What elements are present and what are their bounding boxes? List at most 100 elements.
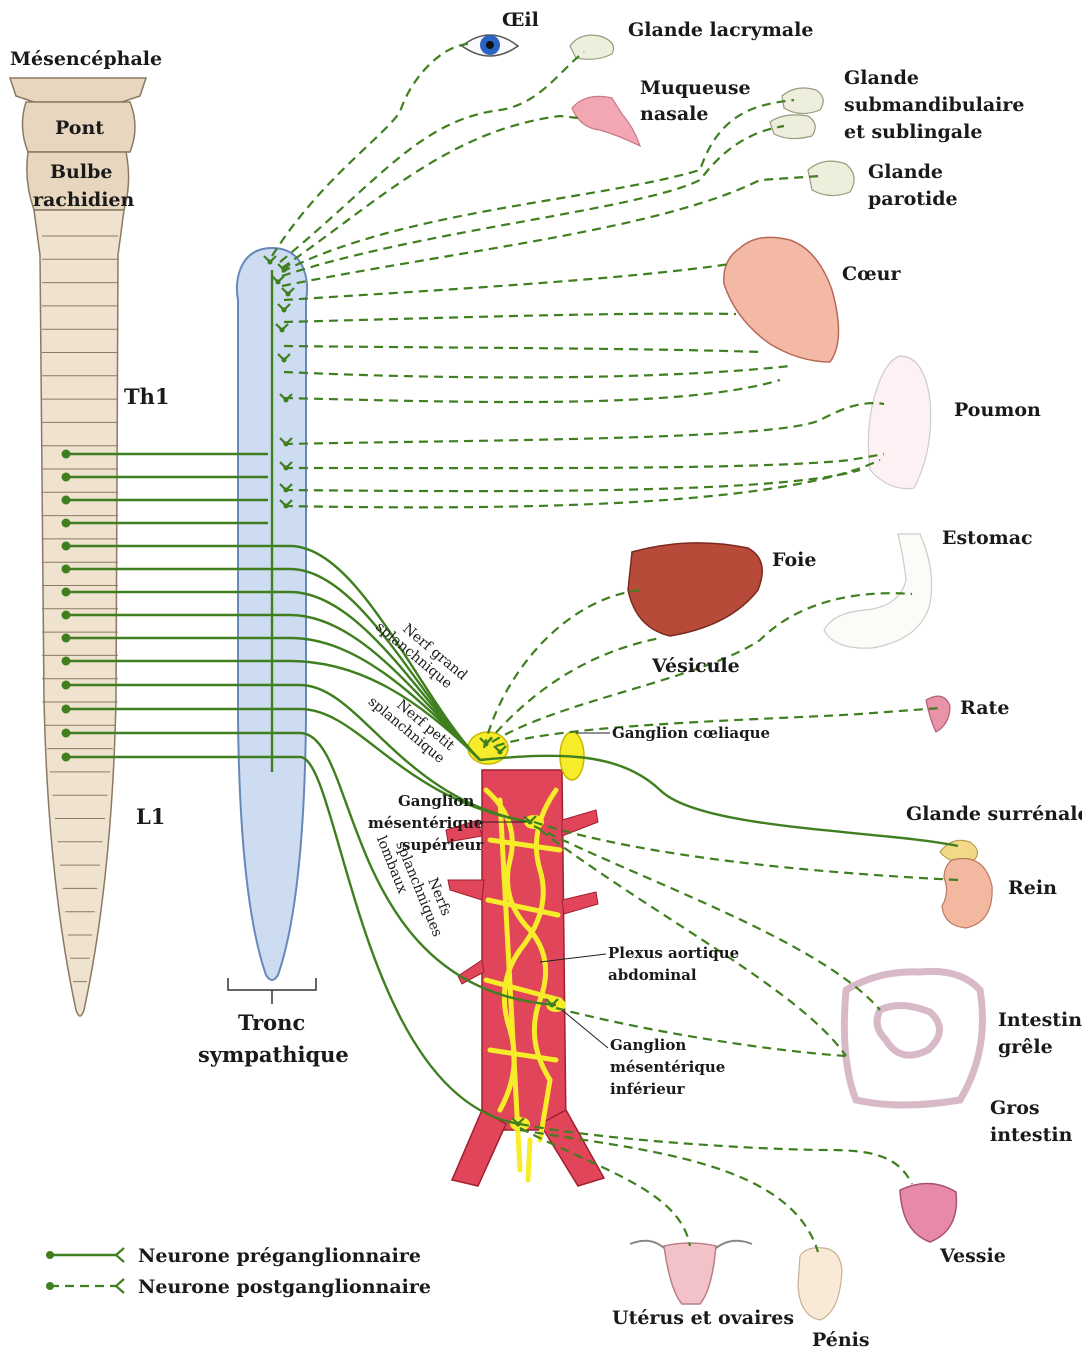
label-gros-intestin-1: Gros bbox=[990, 1097, 1040, 1119]
label-submand-3: et sublingale bbox=[844, 121, 982, 143]
label-surrenale: Glande surrénale bbox=[906, 803, 1082, 825]
label-lacrymale: Glande lacrymale bbox=[628, 19, 813, 41]
label-vessie: Vessie bbox=[939, 1245, 1006, 1267]
label-penis: Pénis bbox=[812, 1329, 870, 1350]
label-gms-3: supérieur bbox=[402, 836, 484, 854]
submandibular-gland-icon bbox=[782, 88, 823, 114]
legend-post: Neurone postganglionnaire bbox=[46, 1276, 431, 1298]
spleen-icon bbox=[926, 696, 950, 732]
postganglionic-fiber bbox=[284, 470, 860, 491]
postganglionic-fiber bbox=[284, 380, 780, 402]
stomach-icon bbox=[824, 534, 932, 648]
svg-text:Neurone postganglionnaire: Neurone postganglionnaire bbox=[138, 1276, 431, 1298]
label-uterus: Utérus et ovaires bbox=[612, 1307, 794, 1329]
label-l1: L1 bbox=[136, 804, 165, 829]
ganglion-cell bbox=[268, 260, 273, 265]
label-submand-1: Glande bbox=[844, 67, 919, 89]
label-pont: Pont bbox=[55, 117, 104, 139]
spinal-cord-shape bbox=[34, 210, 124, 1016]
label-sympathique: sympathique bbox=[198, 1042, 349, 1067]
label-gmi-1: Ganglion bbox=[610, 1036, 686, 1054]
label-bulbe-1: Bulbe bbox=[50, 161, 112, 183]
label-oeil: Œil bbox=[502, 9, 539, 31]
nasal-mucosa-icon bbox=[572, 96, 640, 146]
label-muqueuse-2: nasale bbox=[640, 103, 708, 125]
legend: Neurone préganglionnaire Neurone postgan… bbox=[46, 1245, 431, 1298]
label-mesencephale: Mésencéphale bbox=[10, 48, 162, 70]
ganglion-cell bbox=[282, 358, 287, 363]
postganglionic-fiber bbox=[282, 116, 578, 268]
lacrimal-gland-icon bbox=[570, 35, 614, 59]
label-rein: Rein bbox=[1008, 877, 1057, 899]
label-parotide-1: Glande bbox=[868, 161, 943, 183]
label-parotide-2: parotide bbox=[868, 188, 958, 210]
label-intestin-grele-2: grêle bbox=[998, 1036, 1053, 1058]
ganglion-cell bbox=[284, 442, 289, 447]
label-vesicule: Vésicule bbox=[651, 655, 740, 677]
penis-icon bbox=[798, 1248, 842, 1320]
postganglionic-fiber bbox=[284, 346, 762, 352]
label-gros-intestin-2: intestin bbox=[990, 1124, 1073, 1146]
postganglionic-fiber bbox=[534, 822, 958, 880]
label-submand-2: submandibulaire bbox=[844, 94, 1024, 116]
ganglion-cell bbox=[286, 292, 291, 297]
uterus-icon bbox=[664, 1243, 716, 1304]
kidney-icon bbox=[942, 858, 992, 928]
postganglionic-fiber bbox=[284, 460, 880, 507]
eye-icon bbox=[462, 35, 518, 56]
ganglion-cell bbox=[284, 504, 289, 509]
label-bulbe-2: rachidien bbox=[33, 189, 135, 211]
legend-pre: Neurone préganglionnaire bbox=[46, 1245, 421, 1267]
ganglion-cell bbox=[280, 328, 285, 333]
postganglionic-fiber bbox=[520, 1128, 690, 1246]
label-tronc: Tronc bbox=[238, 1010, 305, 1035]
label-plexus-2: abdominal bbox=[608, 966, 697, 984]
label-poumon: Poumon bbox=[954, 399, 1041, 421]
trunk-bracket bbox=[228, 978, 316, 1004]
postganglionic-fiber bbox=[284, 264, 730, 300]
ganglion-cell bbox=[516, 1122, 521, 1127]
ganglion-cell bbox=[282, 308, 287, 313]
label-coeur: Cœur bbox=[842, 263, 901, 285]
postganglionic-fiber bbox=[284, 366, 790, 377]
bladder-icon bbox=[900, 1183, 956, 1242]
label-plexus-1: Plexus aortique bbox=[608, 944, 739, 962]
postganglionic-fiber bbox=[280, 52, 584, 262]
ganglion-cell bbox=[282, 268, 287, 273]
lung-icon bbox=[868, 356, 930, 489]
postganglionic-fiber bbox=[282, 100, 794, 272]
label-gms-2: mésentérique bbox=[368, 814, 483, 832]
ganglion-cell bbox=[528, 820, 533, 825]
liver-icon bbox=[628, 543, 762, 636]
postganglionic-fiber bbox=[284, 403, 884, 444]
label-estomac: Estomac bbox=[942, 527, 1033, 549]
ganglion-cell bbox=[284, 398, 289, 403]
heart-icon bbox=[724, 237, 839, 362]
label-rate: Rate bbox=[960, 697, 1009, 719]
ganglion-cell bbox=[284, 488, 289, 493]
sublingual-gland-icon bbox=[770, 115, 815, 139]
label-muqueuse-1: Muqueuse bbox=[640, 77, 751, 99]
mesencephale-shape bbox=[10, 78, 146, 102]
postganglionic-fiber bbox=[272, 44, 468, 256]
ganglion-cell bbox=[284, 466, 289, 471]
intestines-icon bbox=[844, 971, 982, 1105]
parotid-gland-icon bbox=[808, 161, 854, 195]
label-gms-1: Ganglion bbox=[398, 792, 474, 810]
postganglionic-fiber bbox=[534, 826, 880, 1010]
label-gmi-2: mésentérique bbox=[610, 1058, 725, 1076]
postganglionic-fiber bbox=[556, 1008, 846, 1056]
ganglion-cell bbox=[484, 742, 489, 747]
label-th1: Th1 bbox=[124, 384, 170, 409]
label-intestin-grele-1: Intestin bbox=[998, 1009, 1082, 1031]
ganglion-cell bbox=[498, 750, 503, 755]
label-foie: Foie bbox=[772, 549, 816, 571]
ganglion-cell bbox=[550, 1003, 555, 1008]
postganglionic-fiber bbox=[540, 830, 846, 1056]
label-ganglion-coeliaque: Ganglion cœliaque bbox=[612, 724, 770, 742]
label-gmi-3: inférieur bbox=[610, 1080, 686, 1098]
svg-text:Neurone préganglionnaire: Neurone préganglionnaire bbox=[138, 1245, 421, 1267]
postganglionic-fiber bbox=[284, 314, 736, 322]
postganglionic-fiber bbox=[284, 454, 884, 468]
ganglion-cell bbox=[276, 280, 281, 285]
